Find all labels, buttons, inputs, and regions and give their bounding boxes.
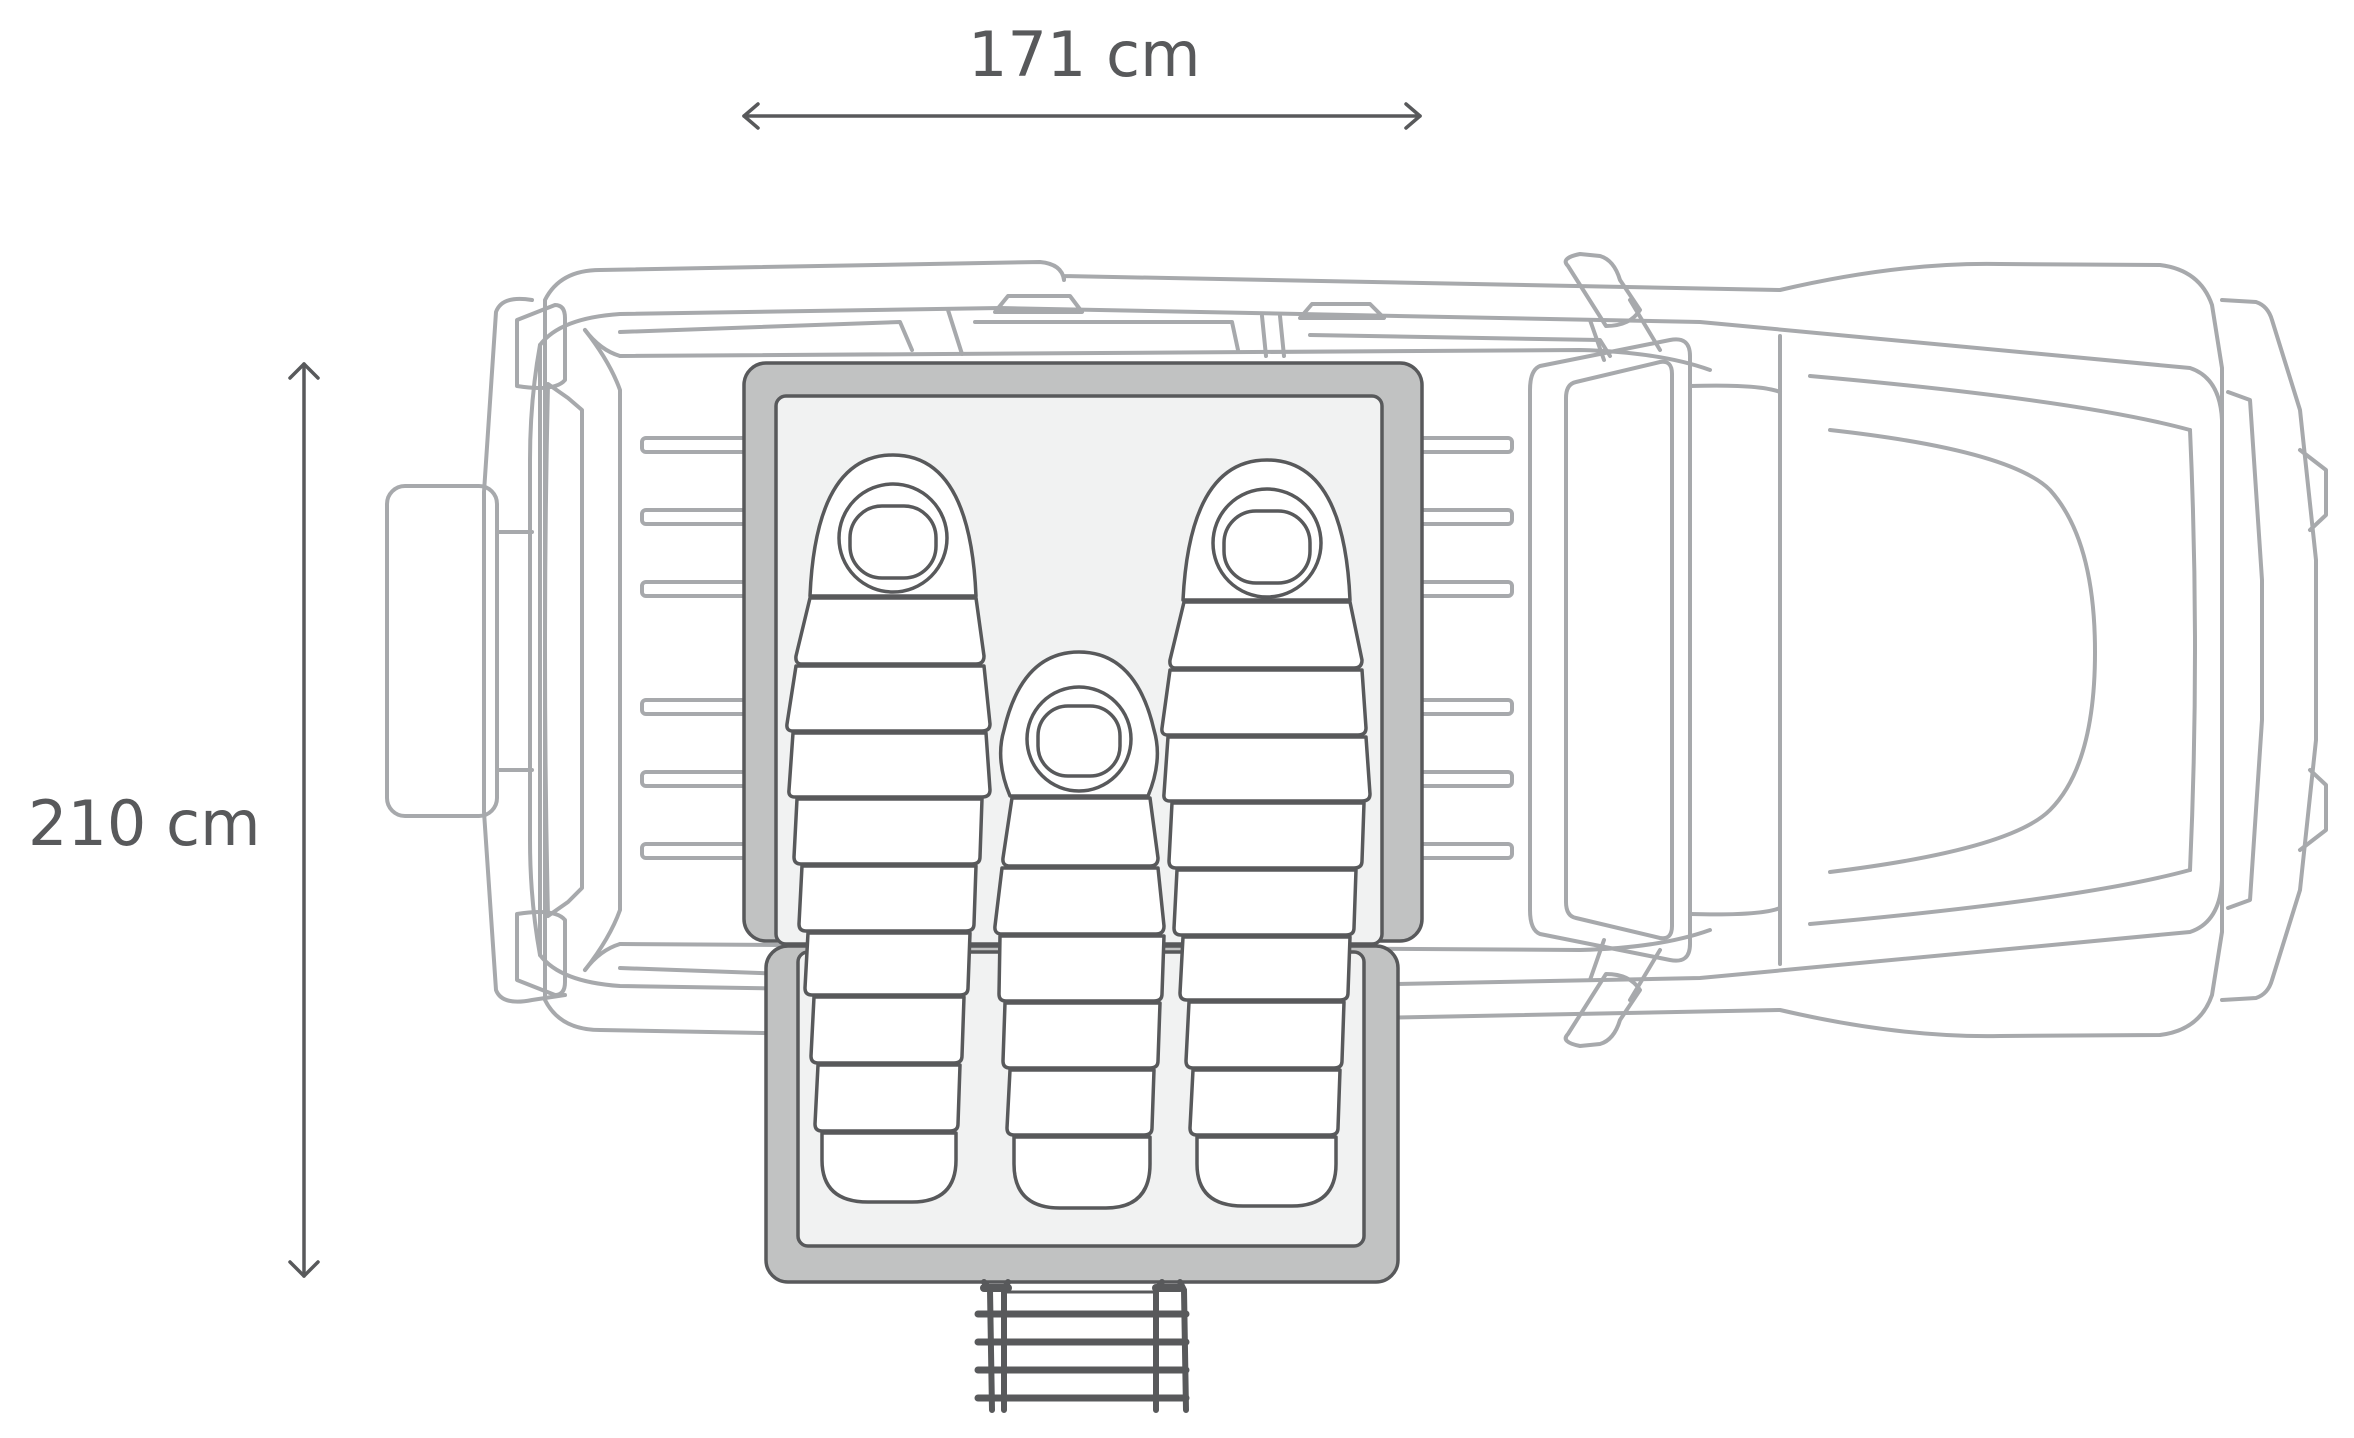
rear-bumper [482,296,567,1004]
mirror-right [1563,972,1642,1048]
ladder [974,1279,1190,1413]
height-dimension-arrow [288,362,320,1278]
sleeping-bag-left [785,453,992,1204]
width-dimension-arrow [742,102,1422,130]
sleeping-bag-right [1160,458,1372,1208]
spare-tire [385,484,499,818]
mirror-left [1563,252,1642,328]
sleeping-bags [785,453,1372,1210]
ladder-rungs [974,1310,1190,1402]
rear-window [543,382,584,918]
sleeping-bag-middle [993,650,1166,1210]
height-dimension-label: 210 cm [28,787,261,860]
width-dimension-label: 171 cm [968,18,1201,91]
front-bumper [2220,298,2318,1002]
windshield-frame [1528,337,1692,963]
